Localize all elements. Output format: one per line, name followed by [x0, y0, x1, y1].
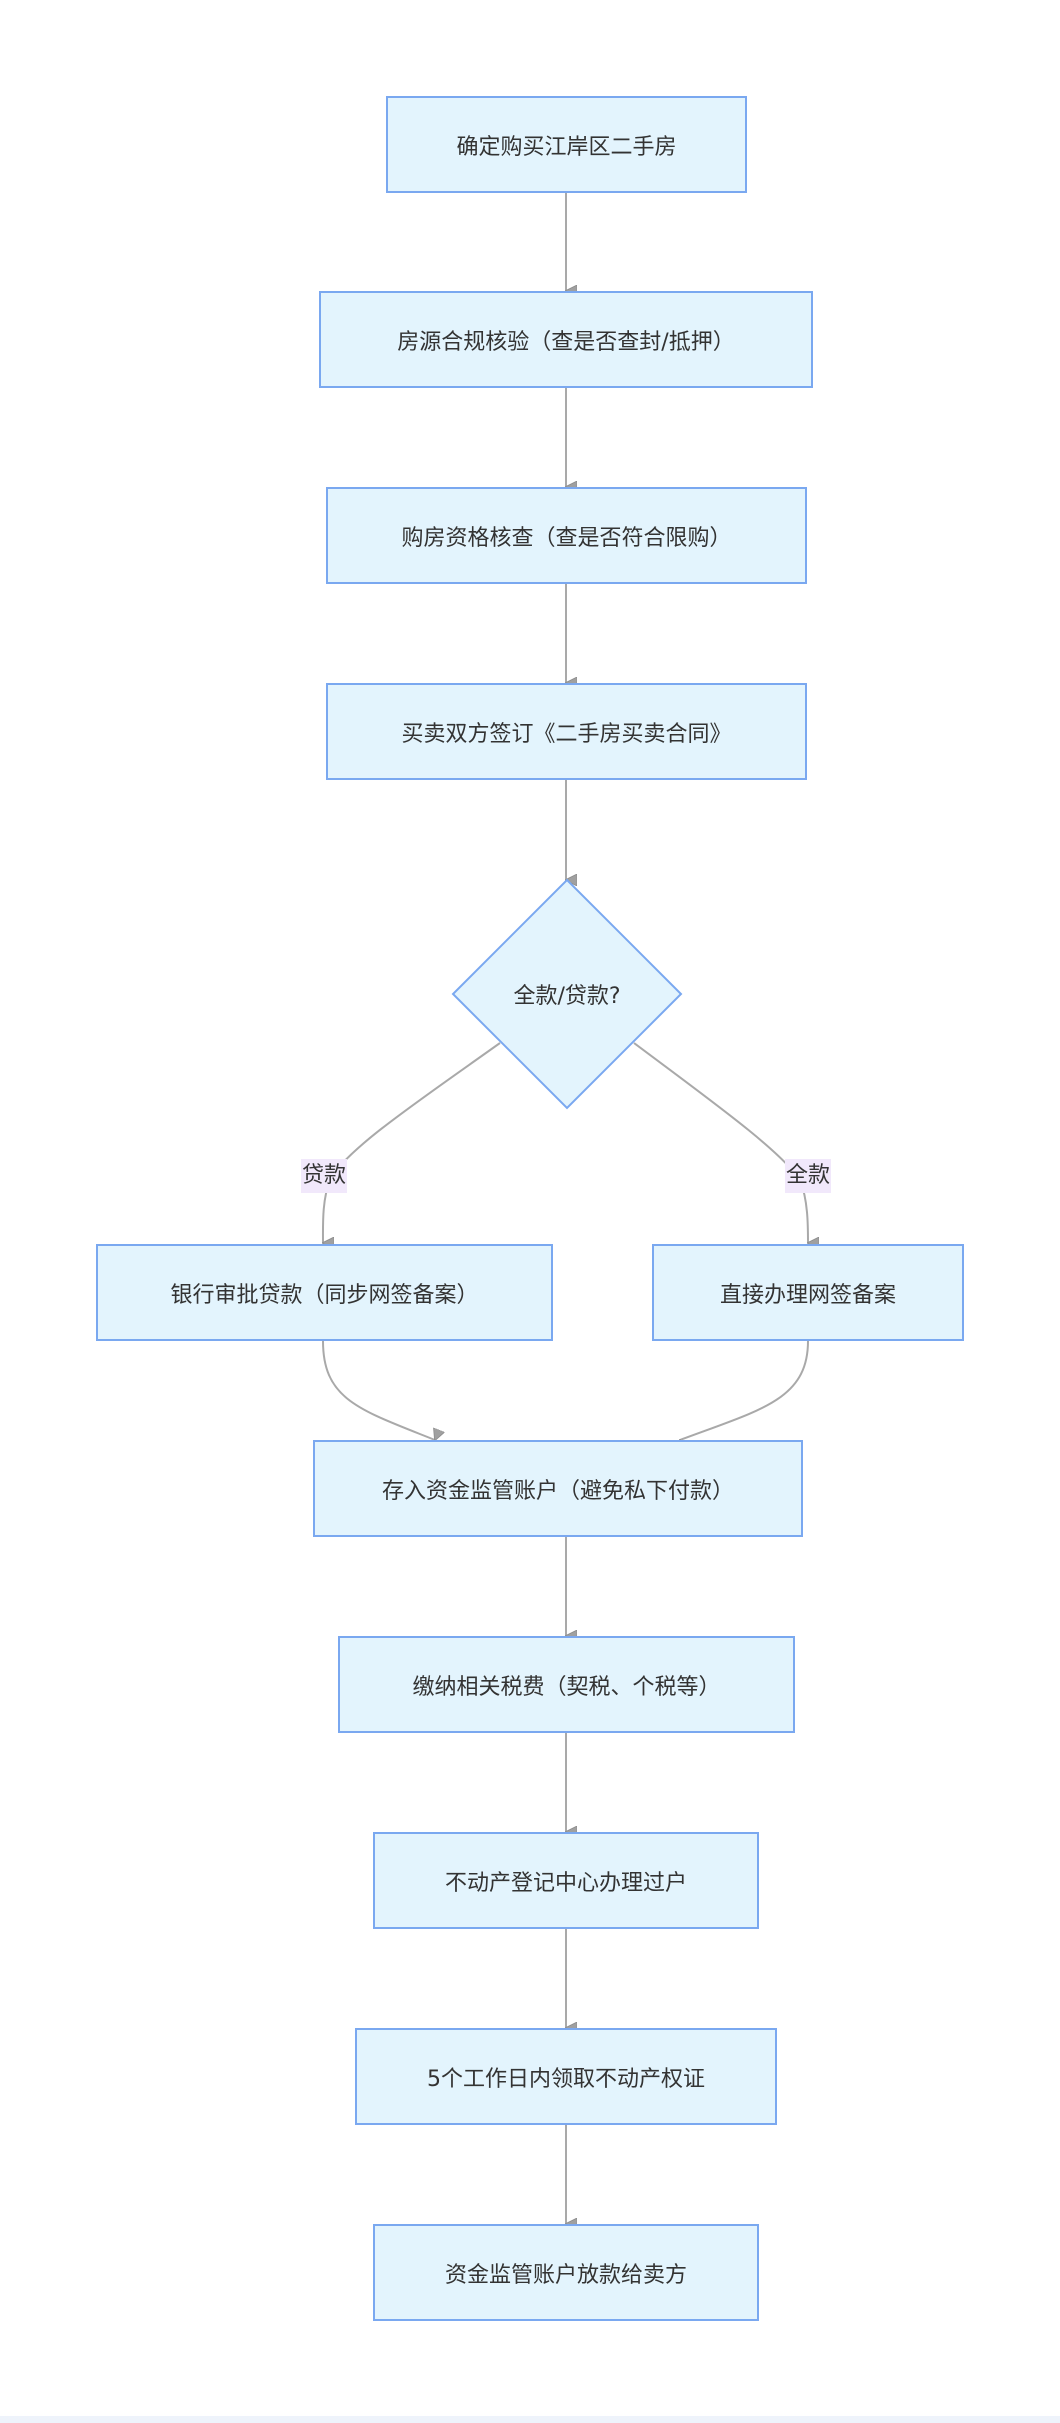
edge-d1-n5: [321, 1042, 501, 1243]
node-confirm-purchase[interactable]: 确定购买江岸区二手房: [386, 96, 747, 193]
node-label: 5个工作日内领取不动产权证: [427, 2066, 705, 2092]
footer-strip: [0, 2416, 1060, 2423]
node-label: 买卖双方签订《二手房买卖合同》: [401, 721, 732, 747]
node-label: 资金监管账户放款给卖方: [444, 2262, 687, 2288]
node-property-compliance-check[interactable]: 房源合规核验（查是否查封/抵押）: [319, 291, 813, 388]
node-direct-online-filing[interactable]: 直接办理网签备案: [652, 1244, 964, 1341]
decision-label: 全款/贷款?: [513, 984, 621, 1009]
edge-n5-n7: [322, 1340, 435, 1440]
edge-d1-n6: [633, 1042, 808, 1243]
node-label: 银行审批贷款（同步网签备案）: [170, 1282, 479, 1308]
node-label: 缴纳相关税费（契税、个税等）: [412, 1674, 721, 1700]
node-label: 不动产登记中心办理过户: [444, 1870, 687, 1896]
node-pay-taxes[interactable]: 缴纳相关税费（契税、个税等）: [338, 1636, 795, 1733]
decision-diamond[interactable]: [451, 878, 683, 1110]
node-label: 存入资金监管账户（避免私下付款）: [381, 1478, 734, 1504]
node-bank-loan-approval[interactable]: 银行审批贷款（同步网签备案）: [96, 1244, 553, 1341]
node-label: 确定购买江岸区二手房: [456, 134, 677, 160]
node-purchase-eligibility-check[interactable]: 购房资格核查（查是否符合限购）: [326, 487, 807, 584]
node-receive-certificate[interactable]: 5个工作日内领取不动产权证: [355, 2028, 777, 2125]
node-transfer-registration[interactable]: 不动产登记中心办理过户: [373, 1832, 759, 1929]
node-sign-contract[interactable]: 买卖双方签订《二手房买卖合同》: [326, 683, 807, 780]
node-label: 购房资格核查（查是否符合限购）: [401, 525, 732, 551]
edge-label-full-payment: 全款: [784, 1159, 832, 1193]
edge-label-loan: 贷款: [300, 1159, 348, 1193]
node-escrow-release[interactable]: 资金监管账户放款给卖方: [373, 2224, 759, 2321]
node-label: 房源合规核验（查是否查封/抵押）: [397, 329, 735, 355]
node-label: 直接办理网签备案: [719, 1282, 896, 1308]
edge-n6-n7: [680, 1340, 809, 1440]
node-escrow-deposit[interactable]: 存入资金监管账户（避免私下付款）: [313, 1440, 803, 1537]
